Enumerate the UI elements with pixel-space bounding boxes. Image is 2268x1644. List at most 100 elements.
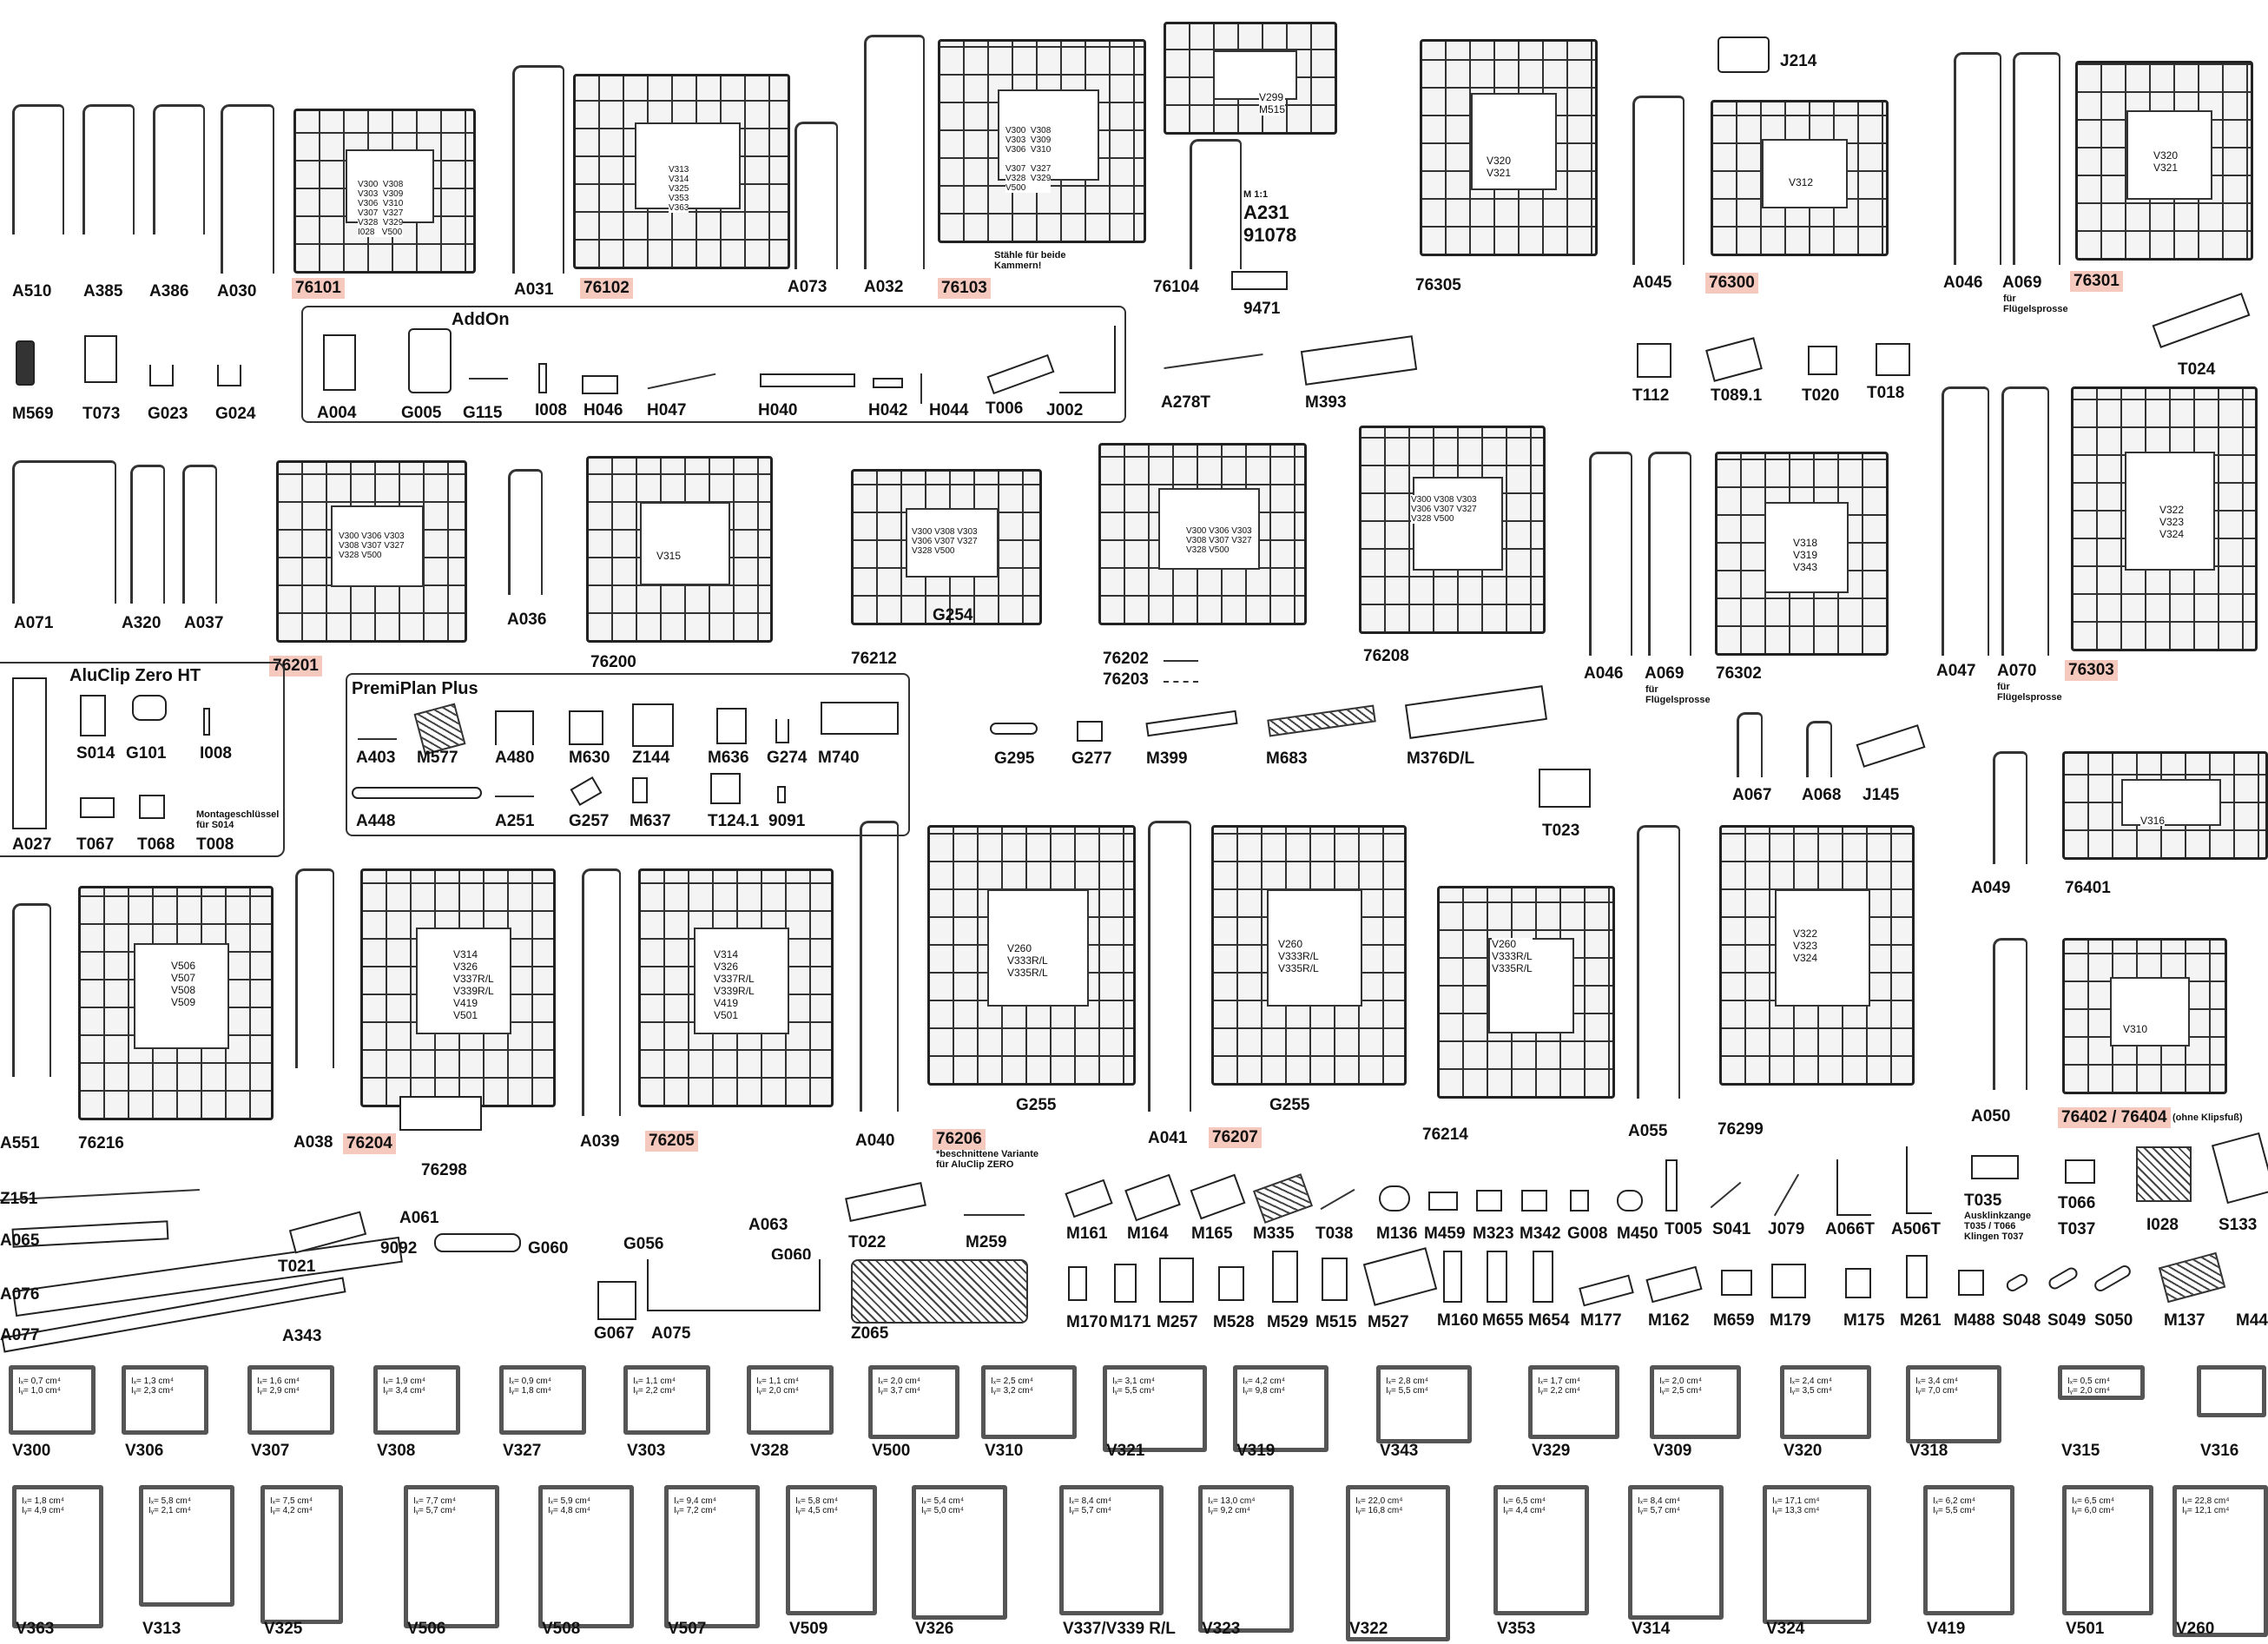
label-a040: A040 [855,1132,895,1150]
part-s050-drawing [2092,1263,2133,1294]
label-a037: A037 [184,614,224,632]
steel-v508-label: V508 [542,1620,581,1638]
label-a075: A075 [651,1324,691,1343]
steel-v343-inertia: Iₓ= 2,8 cm⁴ Iᵧ= 5,5 cm⁴ [1386,1377,1428,1396]
note-76103: Stähle für beide Kammern! [994,250,1066,271]
steel-v300-inertia: Iₓ= 0,7 cm⁴ Iᵧ= 1,0 cm⁴ [18,1377,61,1396]
label-t035: T035 [1964,1192,2002,1210]
label-76208: 76208 [1363,647,1409,665]
label-m636: M636 [708,749,749,767]
label-m399: M399 [1146,749,1188,768]
steel-v328-label: V328 [750,1442,789,1460]
steel-v303-section: Iₓ= 1,1 cm⁴ Iᵧ= 2,2 cm⁴ [623,1365,710,1435]
label-g060a: G060 [528,1239,569,1258]
part-g274-drawing [775,719,789,743]
label-a046b: A046 [1584,664,1624,683]
steel-v363-section: Iₓ= 1,8 cm⁴ Iᵧ= 4,9 cm⁴ [12,1485,103,1628]
part-m488-drawing [1958,1270,1984,1296]
label-t066: T066 [2058,1194,2096,1212]
steel-v507-inertia: Iₓ= 9,4 cm⁴ Iᵧ= 7,2 cm⁴ [674,1496,716,1515]
steel-v307-inertia: Iₓ= 1,6 cm⁴ Iᵧ= 2,9 cm⁴ [257,1377,300,1396]
label-76303: 76303 [2065,660,2118,681]
label-m654: M654 [1528,1311,1570,1330]
note-76404: (ohne Klipsfuß) [2172,1113,2243,1123]
part-m399-drawing [1145,710,1238,737]
profile-a069-drawing [2013,52,2060,265]
part-9471-drawing [1231,271,1288,290]
label-z144: Z144 [632,749,670,767]
part-m740-drawing [821,702,899,735]
label-a049: A049 [1971,879,2011,897]
label-i008b: I008 [200,744,232,763]
label-a506t: A506T [1891,1220,1942,1238]
steel-v314-inertia: Iₓ= 8,4 cm⁴ Iᵧ= 5,7 cm⁴ [1638,1496,1680,1515]
label-h044: H044 [929,401,969,419]
label-a038: A038 [293,1133,333,1152]
label-g024: G024 [215,405,256,423]
label-a071: A071 [14,614,54,632]
steel-v500-section: Iₓ= 2,0 cm⁴ Iᵧ= 3,7 cm⁴ [868,1365,959,1439]
steel-v322-inertia: Iₓ= 22,0 cm⁴ Iᵧ= 16,8 cm⁴ [1355,1496,1403,1515]
profile-a036-drawing [508,469,543,595]
part-m659-drawing [1721,1270,1752,1296]
label-m323: M323 [1473,1225,1514,1243]
label-s050: S050 [2094,1311,2133,1330]
label-a036: A036 [507,611,547,629]
steel-v325-inertia: Iₓ= 7,5 cm⁴ Iᵧ= 4,2 cm⁴ [270,1496,313,1515]
label-76103: 76103 [938,278,991,299]
steel-v260-label: V260 [2176,1620,2215,1638]
label-h046: H046 [583,401,623,419]
label-76102: 76102 [580,278,633,299]
part-m171-drawing [1114,1264,1137,1303]
label-a031: A031 [514,281,554,299]
steel-v316-label: V316 [2200,1442,2239,1460]
label-z065: Z065 [851,1324,889,1343]
steel-v260-section: Iₓ= 22,8 cm⁴ Iᵧ= 12,1 cm⁴ [2172,1485,2268,1637]
profile-a073-drawing [794,122,838,269]
label-a047: A047 [1936,662,1976,680]
steel-v325-label: V325 [264,1620,303,1638]
profile-76305-drawing [1420,39,1598,256]
label-g255a: G255 [1016,1096,1057,1114]
aluclip-group [0,662,285,857]
part-m137-drawing [2158,1251,2226,1304]
label-m683: M683 [1266,749,1308,768]
label-m488: M488 [1954,1311,1995,1330]
label-m179: M179 [1770,1311,1811,1330]
steel-v353-inertia: Iₓ= 6,5 cm⁴ Iᵧ= 4,4 cm⁴ [1503,1496,1546,1515]
part-s041-drawing [1710,1181,1742,1209]
label-a046: A046 [1943,274,1983,292]
part-a448-drawing [352,787,482,799]
label-a004: A004 [317,404,357,422]
steel-refs-76212: V300 V308 V303 V306 V307 V327 V328 V500 [912,527,978,556]
steel-v419-inertia: Iₓ= 6,2 cm⁴ Iᵧ= 5,5 cm⁴ [1933,1496,1975,1515]
part-m161-drawing [1065,1179,1113,1218]
part-z065-drawing [851,1259,1028,1324]
label-m161: M161 [1066,1225,1108,1243]
label-a386: A386 [149,282,189,300]
part-i028-drawing [2136,1146,2192,1202]
part-g005-drawing [408,328,452,393]
steel-v320-label: V320 [1783,1442,1823,1460]
label-a278t: A278T [1161,393,1211,412]
aluclip-title: AluClip Zero HT [69,666,201,685]
label-m335: M335 [1253,1225,1295,1243]
label-g255b: G255 [1269,1096,1310,1114]
steel-v327-label: V327 [503,1442,542,1460]
label-h047: H047 [647,401,687,419]
label-t038: T038 [1315,1225,1354,1243]
part-m335-drawing [1252,1173,1314,1224]
label-m177: M177 [1580,1311,1622,1330]
steel-refs-76299: V322 V323 V324 [1793,928,1818,964]
note-fur2: für Flügelsprosse [1645,684,1711,705]
profile-76301-core [2126,109,2213,200]
part-h046-drawing [582,375,618,394]
label-j214: J214 [1780,52,1817,70]
steel-v324-label: V324 [1766,1620,1805,1638]
label-g115: G115 [463,404,503,422]
label-s014: S014 [76,744,115,763]
label-m527: M527 [1368,1313,1409,1331]
steel-v506-section: Iₓ= 7,7 cm⁴ Iᵧ= 5,7 cm⁴ [404,1485,499,1628]
label-a385: A385 [83,282,123,300]
label-a320: A320 [122,614,162,632]
